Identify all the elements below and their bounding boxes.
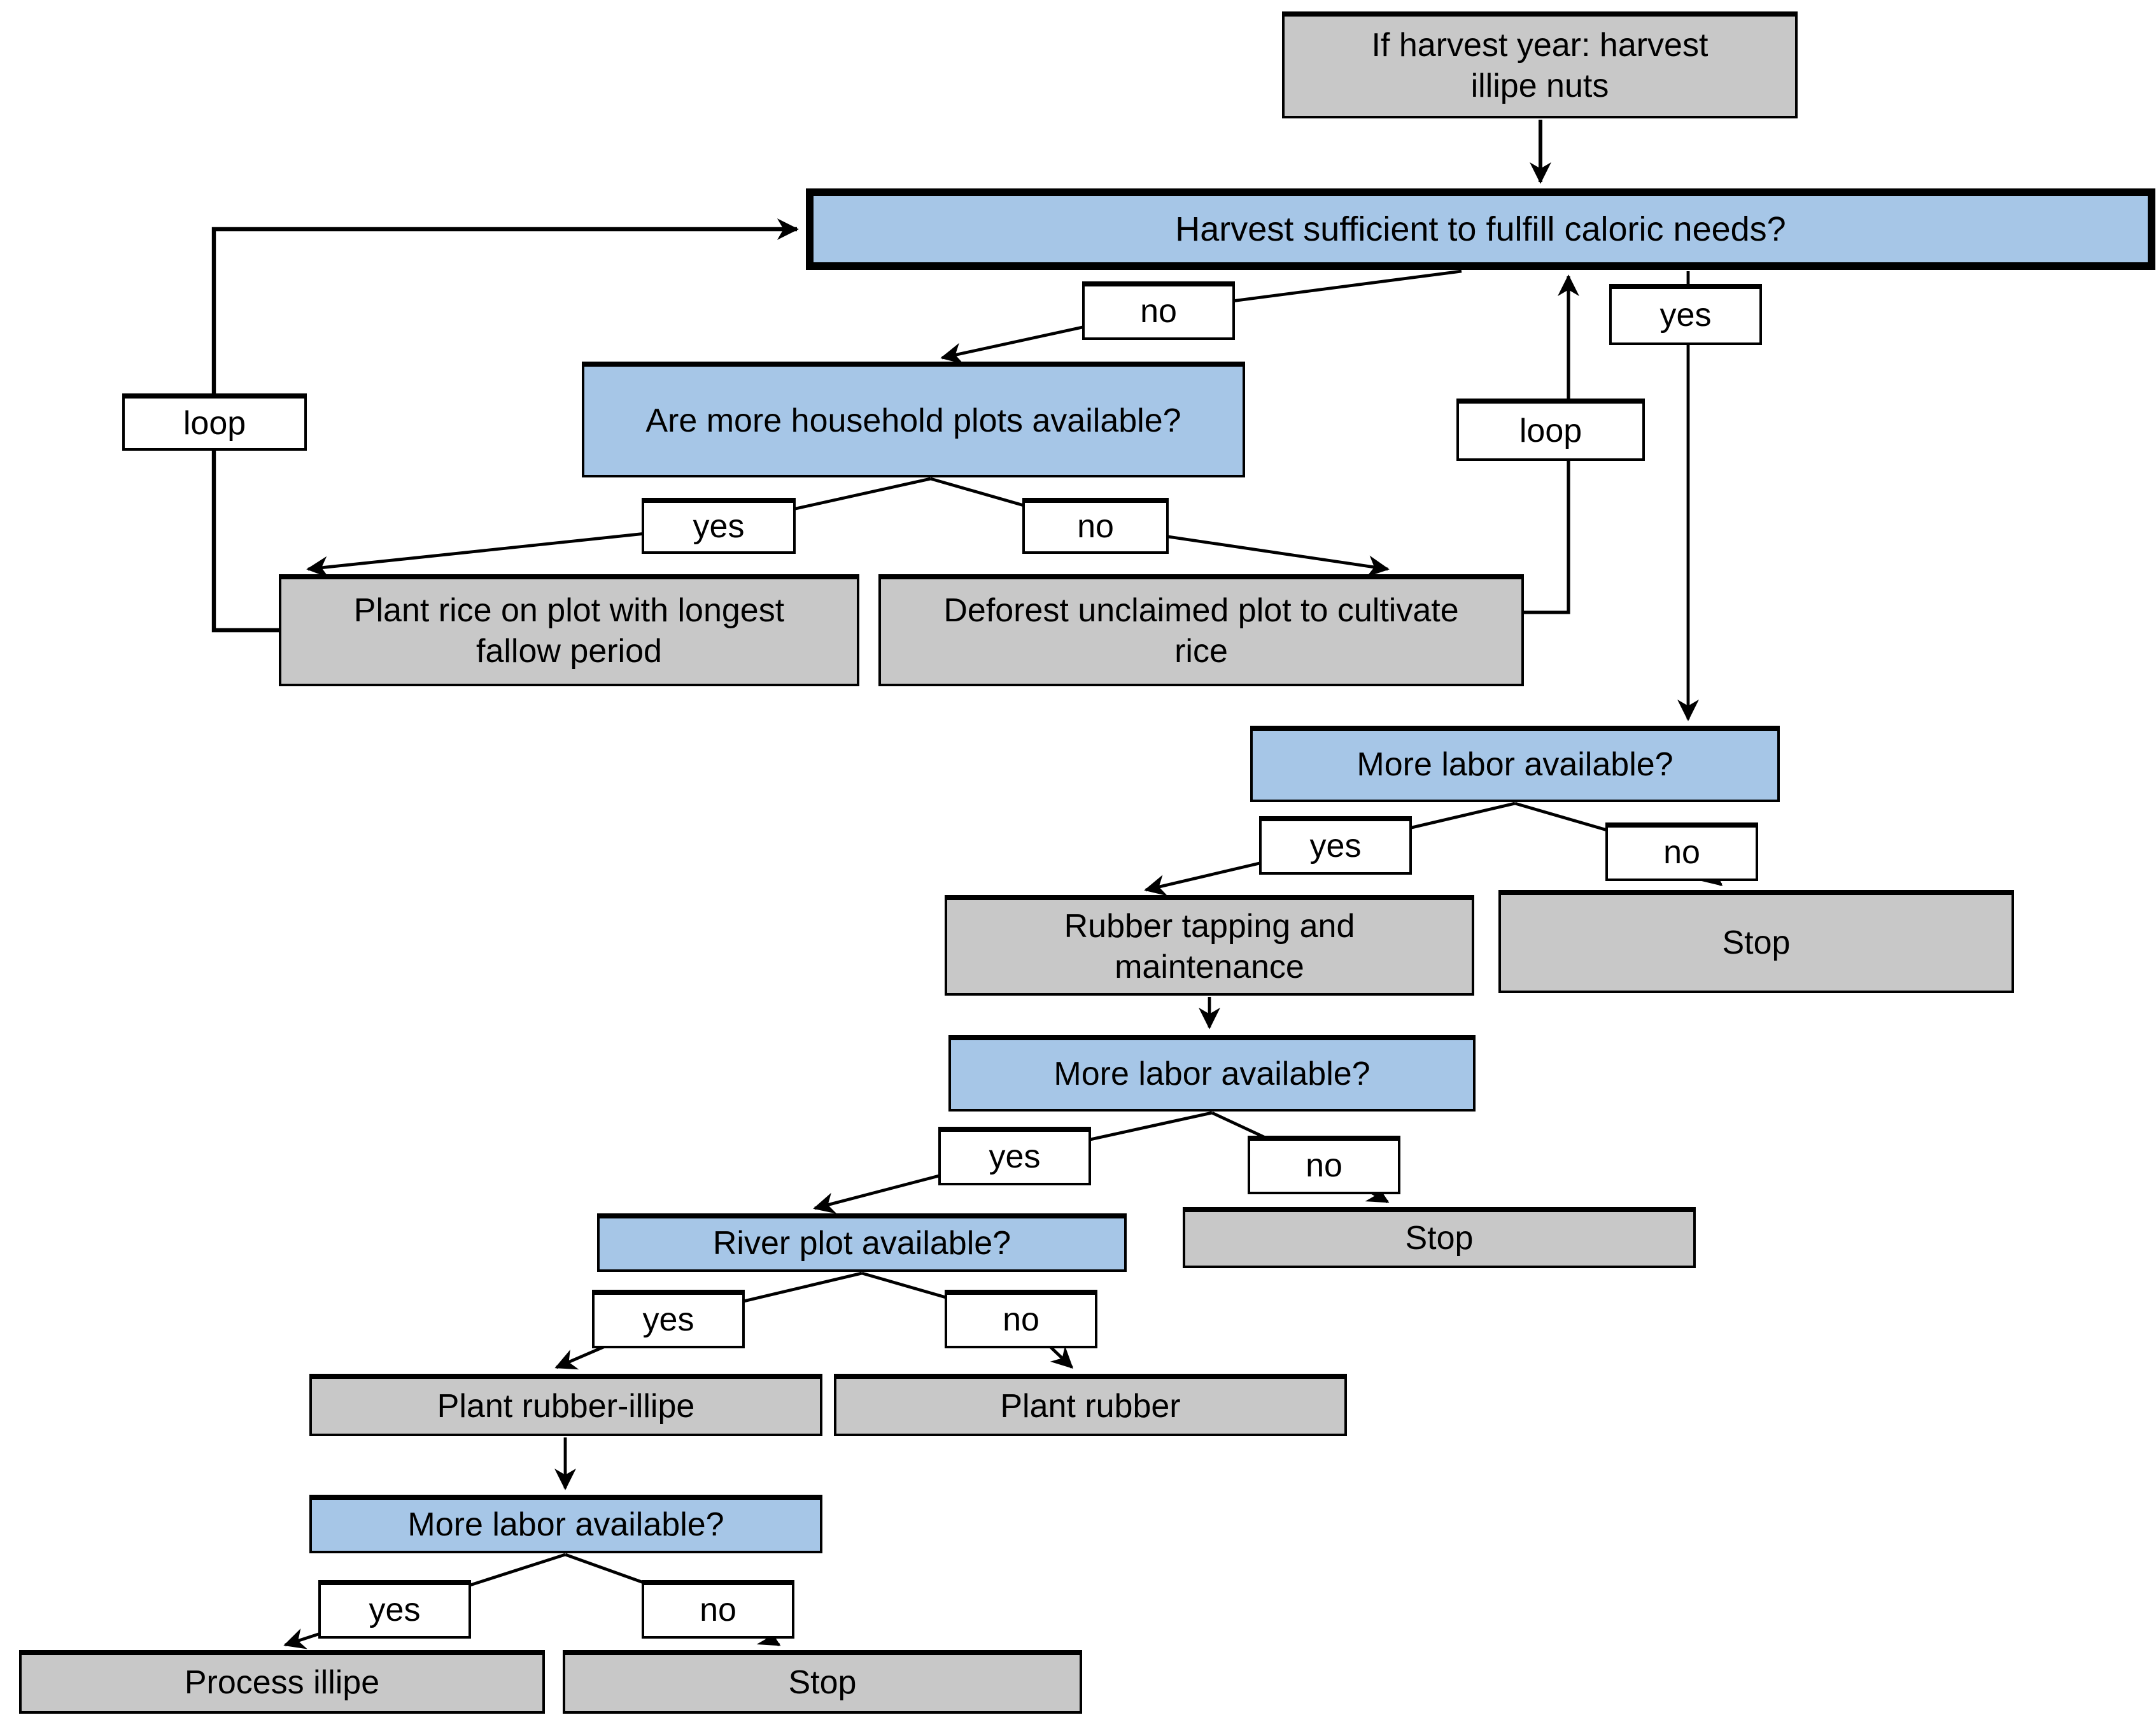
node-decision-more-labor-1: More labor available? [1250,726,1780,802]
edge-label-yes-morelabor3: yes [318,1580,471,1639]
node-decision-more-labor-2: More labor available? [948,1035,1476,1112]
node-action-deforest-plot: Deforest unclaimed plot to cultivate ric… [878,574,1524,686]
edge-label-yes-caloric: yes [1609,284,1762,345]
node-decision-caloric-needs: Harvest sufficient to fulfill caloric ne… [806,188,2155,270]
node-action-stop-2: Stop [1183,1207,1696,1268]
node-decision-river-plot: River plot available? [597,1213,1127,1272]
edge-label-yes-morelabor1: yes [1259,816,1412,875]
connector-household-yes-plantrice [306,477,931,578]
node-decision-more-labor-3: More labor available? [309,1495,822,1553]
node-action-plant-rubber-illipe: Plant rubber-illipe [309,1374,822,1436]
edge-label-no-morelabor1: no [1605,822,1758,881]
edge-label-no-caloric: no [1082,281,1235,340]
node-decision-household-plots: Are more household plots available? [582,362,1245,477]
edge-label-no-morelabor2: no [1248,1136,1400,1194]
edge-label-yes-morelabor2: yes [938,1127,1091,1185]
node-action-plant-rice: Plant rice on plot with longest fallow p… [279,574,859,686]
edge-label-loop-left: loop [122,393,307,451]
edge-label-no-household: no [1022,498,1169,554]
node-action-stop-1: Stop [1498,890,2014,993]
node-start-harvest-illipe: If harvest year: harvest illipe nuts [1282,11,1798,118]
edge-label-yes-riverplot: yes [592,1290,745,1348]
edge-label-no-morelabor3: no [642,1580,794,1639]
node-action-rubber-tapping: Rubber tapping and maintenance [945,895,1474,996]
node-action-stop-3: Stop [563,1650,1082,1714]
node-action-process-illipe: Process illipe [19,1650,545,1714]
edge-label-loop-middle: loop [1456,399,1645,461]
edge-label-no-riverplot: no [945,1290,1097,1348]
node-action-plant-rubber: Plant rubber [834,1374,1347,1436]
edge-label-yes-household: yes [642,498,796,554]
connector-deforest-loop-caloric [1524,274,1579,614]
